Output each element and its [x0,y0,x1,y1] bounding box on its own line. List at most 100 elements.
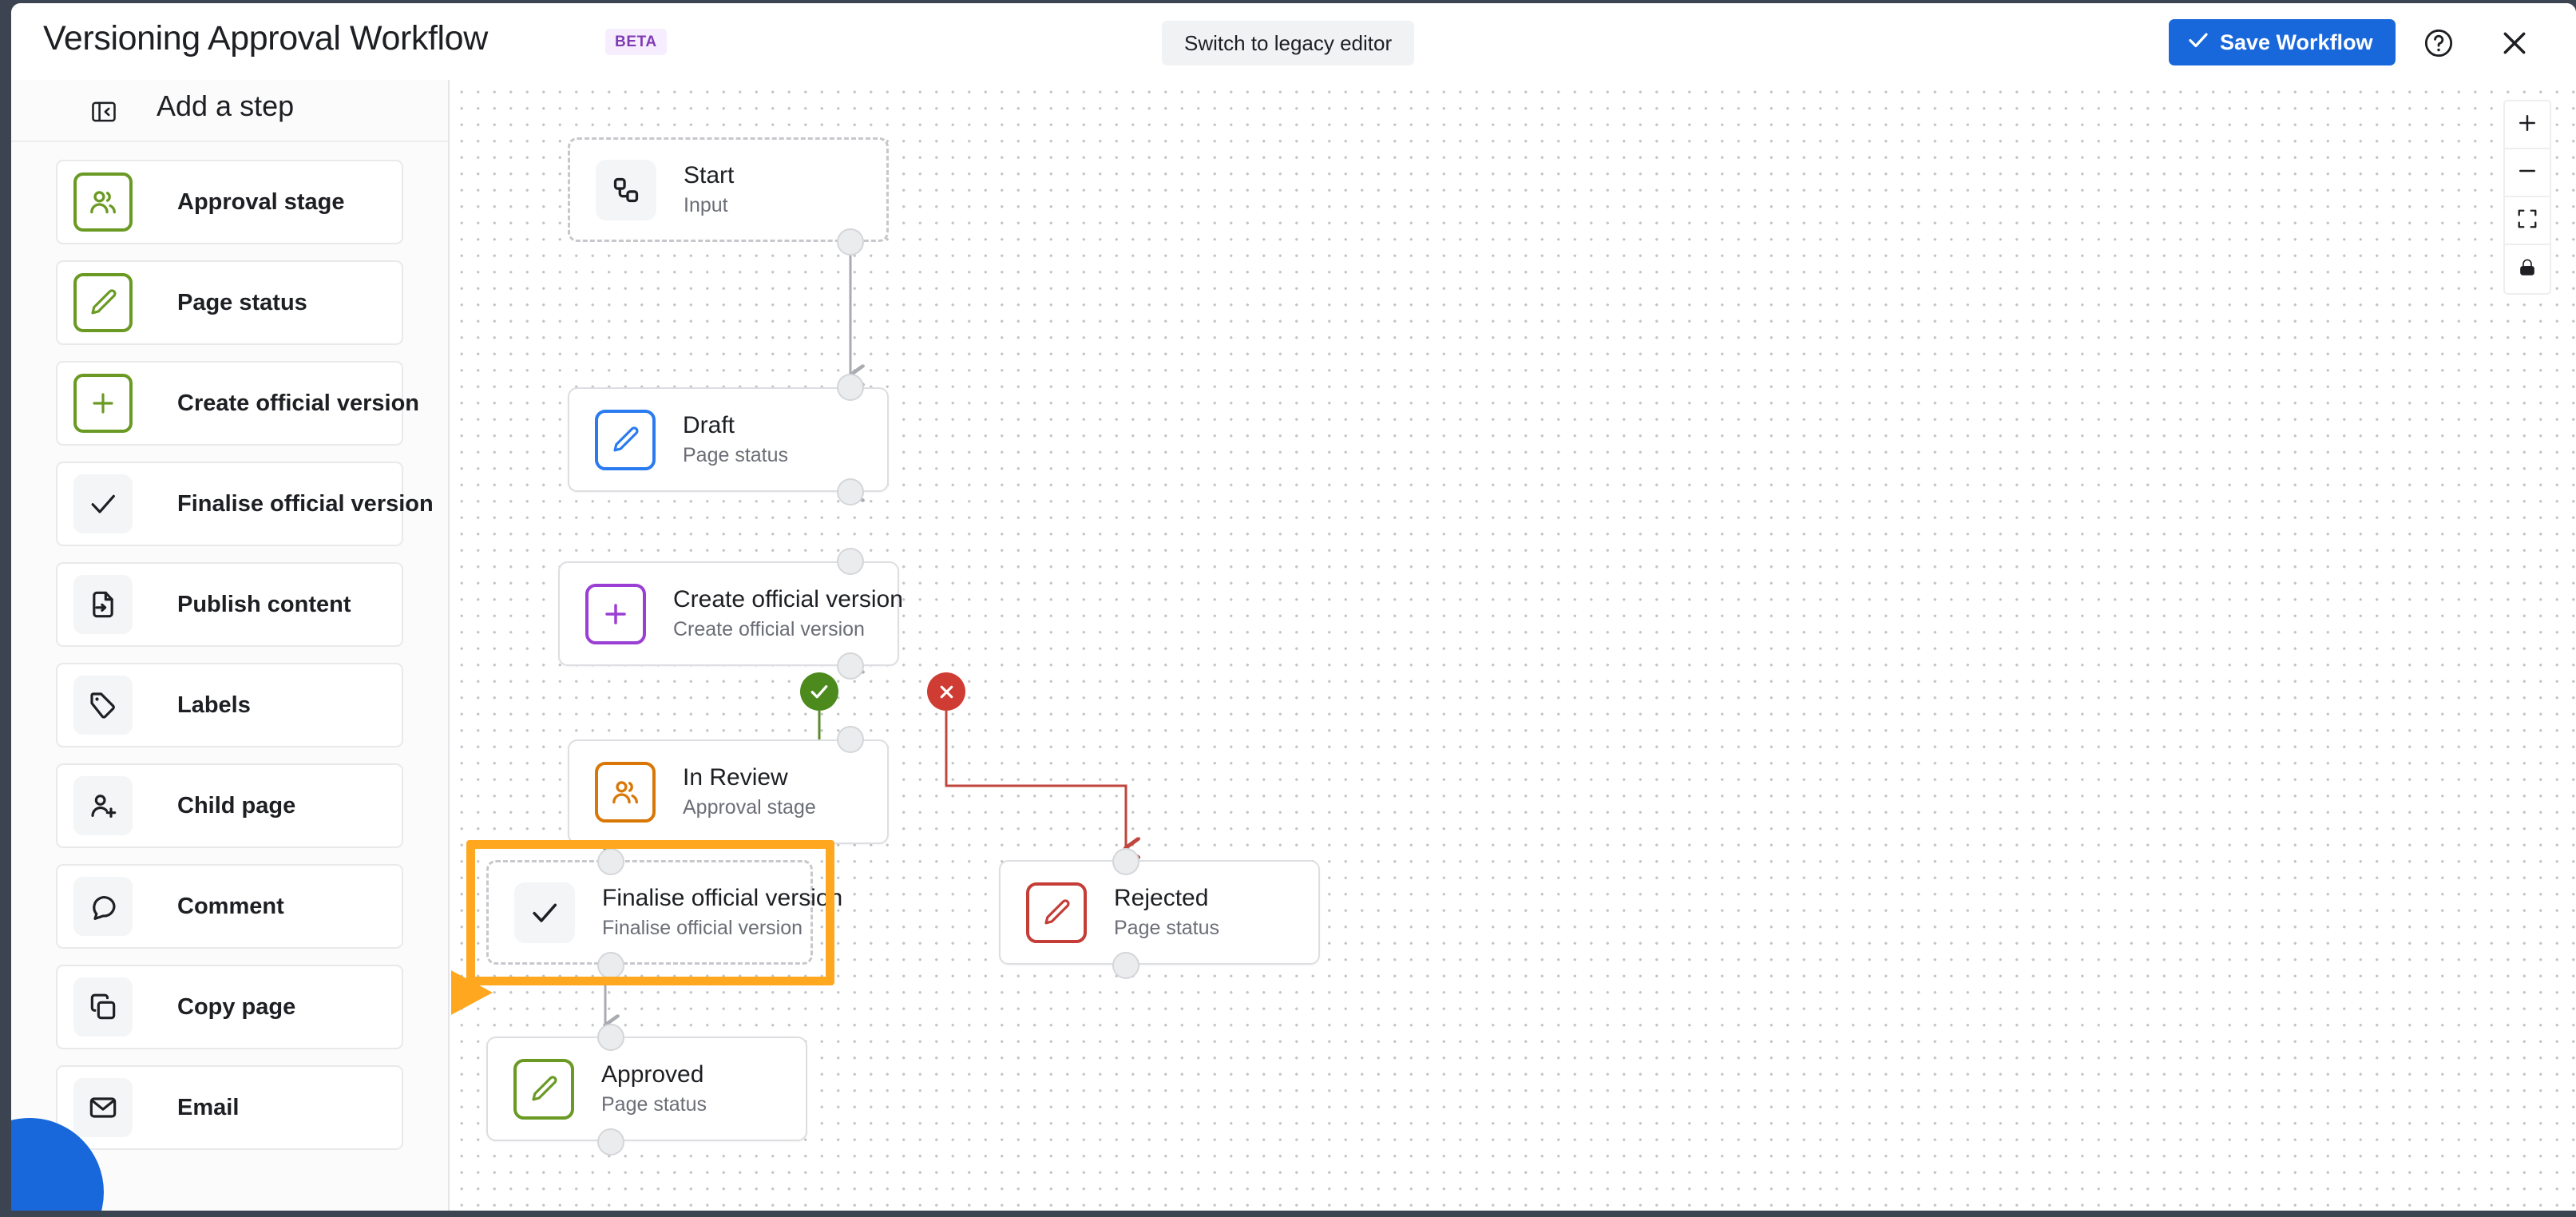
sidebar-step-label: Comment [177,893,284,919]
save-workflow-button[interactable]: Save Workflow [2169,19,2396,65]
sidebar-step-label: Child page [177,792,296,819]
node-draft-text: Draft Page status [683,411,788,469]
sidebar-step-label: Finalise official version [177,490,434,517]
envelope-icon [73,1078,133,1137]
check-icon [514,882,575,943]
node-handle-rejected-top[interactable] [1112,848,1139,875]
node-handle-rejected-bottom[interactable] [1112,952,1139,979]
page-title: Versioning Approval Workflow [43,19,488,57]
check-icon [73,474,133,533]
node-handle-start-bottom[interactable] [837,228,864,256]
node-subtitle: Finalise official version [602,917,803,940]
sidebar-step-label: Copy page [177,993,296,1020]
switch-to-legacy-editor-button[interactable]: Switch to legacy editor [1162,21,1415,65]
node-in-review[interactable]: In Review Approval stage [568,739,889,844]
node-handle-draft-bottom[interactable] [837,478,864,505]
node-title: Approved [601,1060,704,1088]
node-title: Create official version [673,585,903,612]
node-handle-draft-top[interactable] [837,374,864,401]
users-icon [73,172,133,232]
save-button-label: Save Workflow [2220,30,2373,54]
node-handle-cov-bottom[interactable] [837,652,864,680]
fit-view-button[interactable] [2505,197,2550,245]
node-approved[interactable]: Approved Page status [486,1037,807,1141]
sidebar-step-label: Approval stage [177,188,345,215]
lock-view-button[interactable] [2505,245,2550,293]
sidebar-step-item[interactable]: Publish content [56,562,403,647]
legacy-button-label: Switch to legacy editor [1184,30,1393,55]
help-circle-icon[interactable] [2420,25,2457,61]
pencil-icon [1026,882,1087,943]
node-title: In Review [683,763,788,791]
node-start[interactable]: Start Input [568,137,889,242]
sidebar-step-item[interactable]: Child page [56,763,403,848]
top-bar: Versioning Approval Workflow BETA Switch… [11,3,2576,80]
publish-file-icon [73,575,133,634]
copy-icon [73,977,133,1037]
reject-badge[interactable] [927,672,965,711]
node-handle-inreview-top[interactable] [837,726,864,753]
sidebar-header: Add a step [11,80,448,142]
node-handle-finalise-top[interactable] [597,848,624,875]
node-subtitle: Page status [1114,917,1220,940]
node-title: Rejected [1114,884,1209,911]
node-in-review-text: In Review Approval stage [683,763,816,821]
plus-icon [73,374,133,433]
tag-icon [73,676,133,735]
approve-badge[interactable] [800,672,838,711]
sidebar-step-item[interactable]: Create official version [56,361,419,446]
sidebar-title: Add a step [157,89,295,122]
node-handle-approved-bottom[interactable] [597,1128,624,1156]
sidebar-step-label: Labels [177,692,251,718]
check-icon [2186,28,2210,57]
close-icon[interactable] [2496,25,2533,61]
flow-start-icon [596,159,656,220]
node-title: Finalise official version [602,884,843,911]
right-arrow-icon [451,970,493,1015]
user-plus-icon [73,776,133,835]
sidebar-step-item[interactable]: Comment [56,864,403,949]
node-rejected-text: Rejected Page status [1114,884,1219,941]
sidebar-step-item[interactable]: Page status [56,260,403,345]
zoom-controls [2503,100,2551,295]
sidebar-step-label: Email [177,1094,240,1120]
node-handle-approved-top[interactable] [597,1024,624,1051]
fit-screen-icon [2516,208,2538,234]
sidebar-step-item[interactable]: Finalise official version [56,462,434,546]
node-title: Draft [683,411,735,438]
node-create-official-version[interactable]: Create official version Create official … [558,561,903,666]
node-draft[interactable]: Draft Page status [568,387,889,492]
sidebar-step-item[interactable]: Email [56,1065,403,1150]
node-subtitle: Create official version [673,618,865,641]
node-title: Start [684,161,735,188]
node-rejected[interactable]: Rejected Page status [999,860,1320,965]
sidebar-step-item[interactable]: Copy page [56,965,403,1049]
pencil-icon [73,273,133,332]
workflow-canvas[interactable]: Start Input Draft Page status [451,80,2576,1211]
collapse-panel-icon[interactable] [88,96,120,128]
zoom-in-button[interactable] [2505,101,2550,149]
lock-icon [2517,257,2538,282]
node-handle-cov-top[interactable] [837,548,864,575]
node-subtitle: Input [684,194,728,217]
sidebar-step-label: Publish content [177,591,351,617]
comment-icon [73,877,133,936]
node-create-official-version-text: Create official version Create official … [673,585,903,643]
node-approved-text: Approved Page status [601,1060,707,1118]
node-handle-finalise-bottom[interactable] [597,952,624,979]
sidebar-step-item[interactable]: Labels [56,663,403,747]
pencil-icon [513,1058,574,1120]
node-finalise-text: Finalise official version Finalise offic… [602,884,842,941]
sidebar-step-label: Create official version [177,390,419,416]
node-finalise-official-version[interactable]: Finalise official version Finalise offic… [486,860,842,965]
zoom-out-button[interactable] [2505,149,2550,197]
node-subtitle: Approval stage [683,796,816,819]
workflow-editor-window: Versioning Approval Workflow BETA Switch… [11,3,2576,1211]
users-icon [595,761,656,823]
sidebar-step-label: Page status [177,289,307,315]
sidebar-step-item[interactable]: Approval stage [56,160,403,244]
pencil-icon [595,409,656,470]
